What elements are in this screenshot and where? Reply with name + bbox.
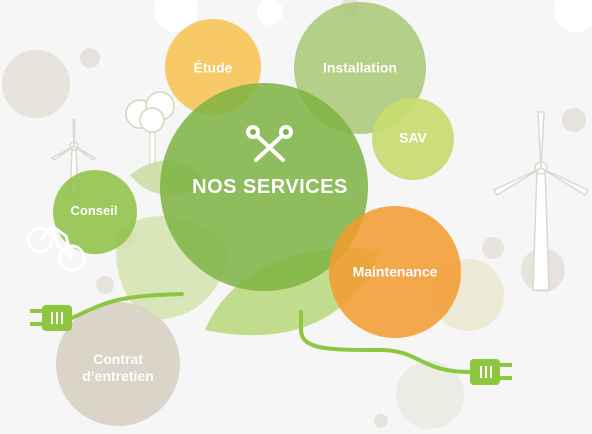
power-plug-icon (470, 359, 512, 385)
sav-label[interactable]: SAV (399, 129, 427, 146)
bicycle-icon (26, 223, 86, 272)
etude-label[interactable]: Étude (193, 59, 233, 76)
maintenance-label[interactable]: Maintenance (352, 263, 438, 280)
maintenance-circle[interactable] (329, 206, 461, 338)
sav-circle[interactable] (372, 98, 454, 180)
conseil-label[interactable]: Conseil (70, 203, 118, 219)
conseil-circle[interactable] (53, 170, 137, 254)
tree-icon (125, 91, 175, 171)
installation-label[interactable]: Installation (323, 59, 397, 76)
contrat-circle[interactable] (56, 302, 180, 426)
power-cable (70, 292, 472, 374)
contrat-label[interactable]: Contrat d’entretien (82, 351, 154, 384)
center-circle[interactable] (160, 83, 368, 291)
wind-turbine-icon (492, 111, 590, 291)
installation-circle[interactable] (294, 2, 426, 134)
center-title[interactable]: NOS SERVICES (192, 176, 348, 198)
tools-icon (246, 125, 293, 162)
power-plug-icon (30, 305, 72, 331)
